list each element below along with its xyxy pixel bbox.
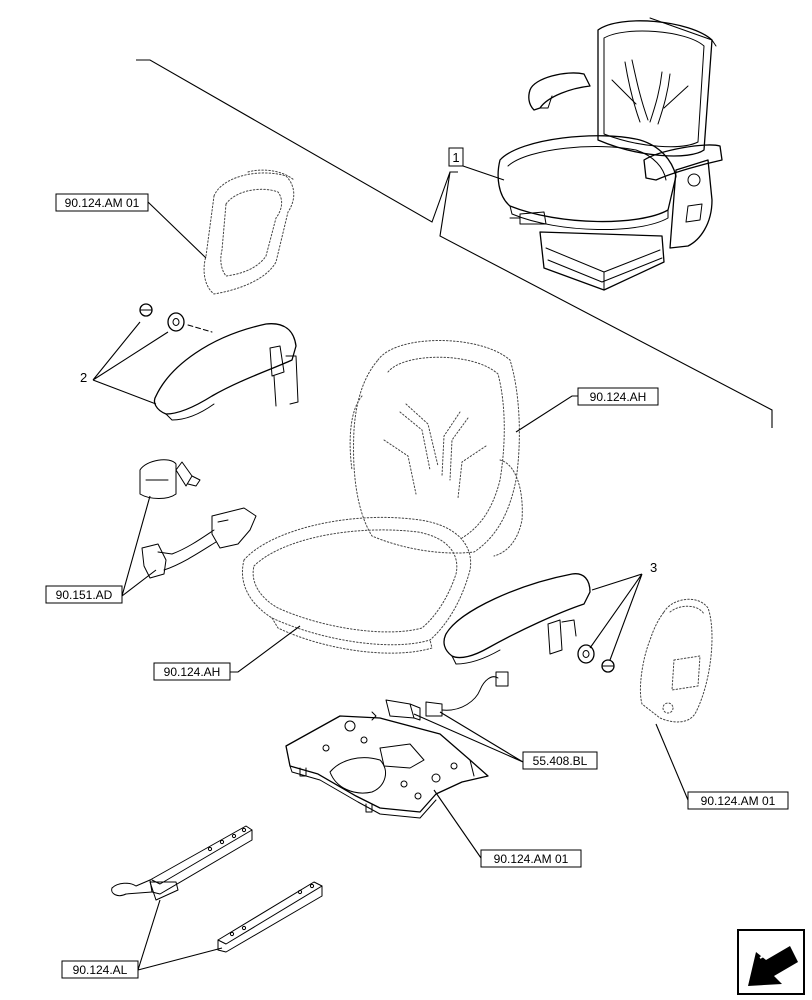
base-plate-illustration (285, 715, 489, 819)
ref-headrest-right-label[interactable]: 90.124.AM 01 (701, 794, 776, 808)
frame-line (136, 59, 773, 428)
callout-1-label: 1 (452, 150, 459, 165)
headrest-left-illustration (203, 169, 295, 295)
slide-rails-illustration (111, 825, 323, 953)
ref-seatbelt-label[interactable]: 90.151.AD (56, 588, 113, 602)
ref-rails-label[interactable]: 90.124.AL (73, 963, 128, 977)
ref-rails[interactable]: 90.124.AL (61, 899, 223, 979)
ref-base-plate-label[interactable]: 90.124.AM 01 (494, 852, 569, 866)
navigation-arrow-icon[interactable] (737, 929, 805, 995)
ref-headrest-top-label[interactable]: 90.124.AM 01 (65, 196, 140, 210)
callout-2-label: 2 (80, 370, 87, 385)
armrest-left-illustration (139, 303, 299, 421)
ref-seatbelt[interactable]: 90.151.AD (45, 495, 157, 604)
ref-backrest-label[interactable]: 90.124.AH (590, 390, 647, 404)
cushion-illustration (242, 516, 472, 654)
callout-1: 1 (448, 147, 505, 181)
seatbelt-illustration (139, 459, 257, 579)
ref-cushion[interactable]: 90.124.AH (153, 625, 301, 681)
callout-3-label: 3 (650, 560, 657, 575)
callout-3: 3 (589, 560, 657, 661)
ref-headrest-right[interactable]: 90.124.AM 01 (655, 723, 789, 810)
ref-backrest[interactable]: 90.124.AH (515, 387, 659, 433)
ref-base-plate[interactable]: 90.124.AM 01 (433, 789, 582, 868)
ref-wiring[interactable]: 55.408.BL (413, 711, 598, 770)
ref-headrest-top[interactable]: 90.124.AM 01 (55, 193, 207, 259)
wiring-harness-illustration (371, 671, 509, 721)
ref-wiring-label[interactable]: 55.408.BL (533, 754, 588, 768)
ref-cushion-label[interactable]: 90.124.AH (164, 665, 221, 679)
backrest-illustration (349, 340, 523, 557)
complete-seat-illustration (497, 17, 723, 291)
armrest-right-illustration (443, 573, 615, 673)
headrest-right-illustration (639, 598, 713, 723)
callout-2: 2 (80, 321, 169, 405)
